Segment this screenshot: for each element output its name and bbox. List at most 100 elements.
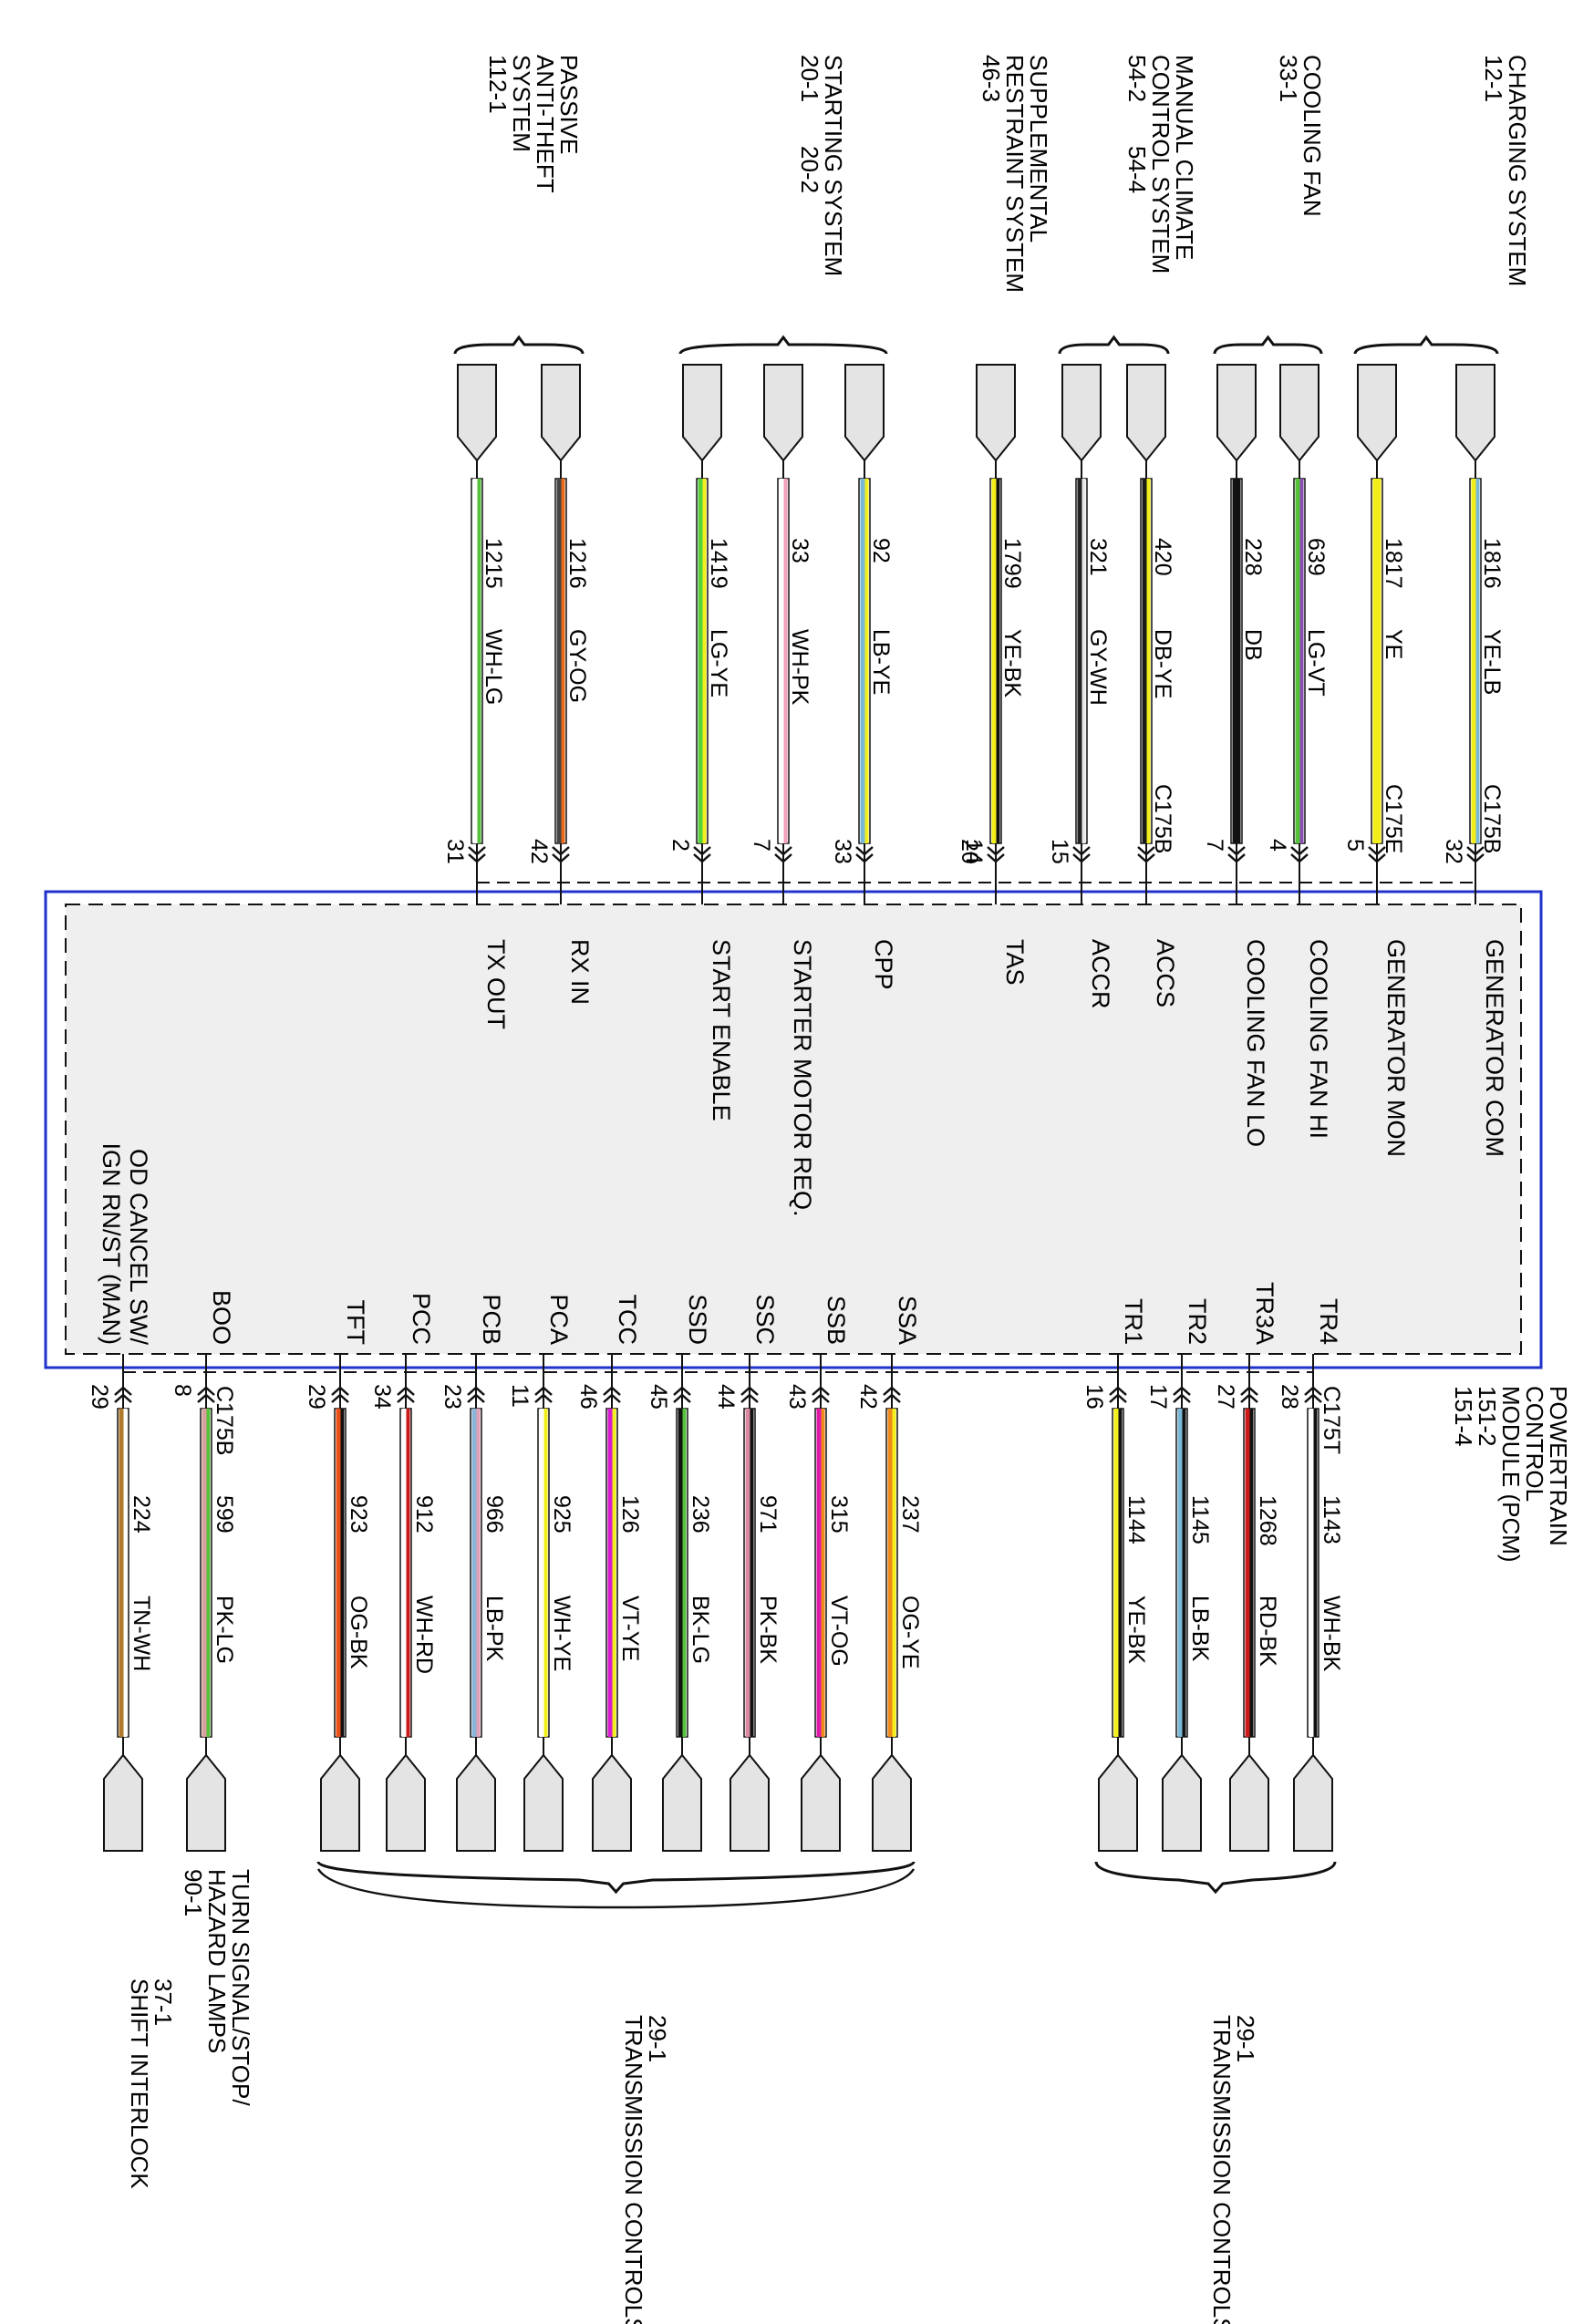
wire-33-connector bbox=[763, 364, 803, 462]
system-climate-line-1: CONTROL SYSTEM bbox=[1147, 55, 1175, 274]
wire-639-circuit: 639 bbox=[1303, 538, 1329, 576]
system-turn-signal-line-0: TURN SIGNAL/STOP/ bbox=[227, 1869, 254, 2106]
signal-pcb: PCB bbox=[478, 1294, 505, 1345]
signal-cooling-fan-lo: COOLING FAN LO bbox=[1242, 939, 1269, 1147]
wire-1799-color: YE-BK bbox=[999, 629, 1025, 697]
wire-228-pin-chevron bbox=[1227, 853, 1246, 863]
wire-b-1268-color2 bbox=[1249, 1409, 1254, 1737]
wire-b-599-pin-chevron-inner bbox=[197, 1393, 215, 1403]
wire-1817-pin-chevron bbox=[1368, 853, 1386, 863]
pcm-ref-0: 151-2 bbox=[1474, 1386, 1501, 1447]
signal-accs: ACCS bbox=[1152, 939, 1179, 1007]
wire-1817-pin-chevron-inner bbox=[1368, 846, 1386, 856]
wire-b-315-pin: 43 bbox=[784, 1384, 810, 1410]
signal-tcc: TCC bbox=[614, 1295, 641, 1346]
wire-b-224-pin-chevron-inner bbox=[114, 1393, 132, 1403]
wire-b-912-pin-chevron bbox=[397, 1386, 415, 1396]
wire-1816-connector-id: C175B bbox=[1479, 784, 1505, 853]
wire-1419-pin: 2 bbox=[667, 839, 693, 852]
system-cooling-fan-ref-0: 33-1 bbox=[1275, 55, 1302, 102]
wire-1817-connector-id: C175E bbox=[1381, 784, 1406, 853]
wire-b-925 bbox=[537, 1408, 550, 1738]
wire-1816-pin: 32 bbox=[1441, 839, 1466, 864]
wire-b-599-pin: 8 bbox=[170, 1384, 195, 1397]
wire-b-224-pin-chevron bbox=[114, 1386, 132, 1396]
wire-b-224-color: TN-WH bbox=[129, 1596, 154, 1671]
wire-33-color2 bbox=[783, 479, 788, 843]
wire-b-923-pin-chevron bbox=[331, 1386, 349, 1396]
wire-b-1144-pin-chevron-inner bbox=[1109, 1393, 1127, 1403]
wire-92-pin: 33 bbox=[830, 839, 855, 864]
wire-b-971-connector bbox=[730, 1753, 770, 1852]
wire-b-1268-color: RD-BK bbox=[1255, 1596, 1280, 1667]
wire-228-pin-chevron-inner bbox=[1227, 846, 1246, 856]
wire-b-126-pin: 46 bbox=[575, 1384, 601, 1410]
wire-1216-color2 bbox=[561, 479, 565, 843]
wire-b-237-color: OG-YE bbox=[897, 1596, 923, 1669]
wire-1216-pin: 42 bbox=[526, 839, 552, 864]
wire-b-1143-connector bbox=[1293, 1753, 1333, 1852]
wire-1419-pin-chevron-inner bbox=[693, 846, 711, 856]
wire-b-923-color2 bbox=[340, 1409, 345, 1737]
wire-92-color: LB-YE bbox=[868, 629, 894, 695]
wire-b-315-connector bbox=[801, 1753, 841, 1852]
signal-ssb: SSB bbox=[823, 1296, 850, 1345]
wire-1816-connector bbox=[1455, 364, 1495, 462]
wire-b-912-color2 bbox=[406, 1409, 410, 1737]
pcm-title-line-0: POWERTRAIN bbox=[1545, 1386, 1572, 1546]
signal-generator-mon: GENERATOR MON bbox=[1382, 939, 1410, 1157]
signal-rx-in: RX IN bbox=[566, 939, 594, 1005]
wire-321-pin: 15 bbox=[1047, 839, 1072, 864]
wire-1215-color: WH-LG bbox=[481, 629, 506, 705]
wire-b-925-color1 bbox=[539, 1409, 544, 1737]
system-srs-line-1: RESTRAINT SYSTEM bbox=[1001, 55, 1029, 293]
wire-b-236-circuit: 236 bbox=[688, 1495, 713, 1534]
wire-b-236-pin-chevron-inner bbox=[673, 1393, 691, 1403]
wire-b-1145-pin: 17 bbox=[1145, 1384, 1171, 1410]
wire-b-599-pin-chevron bbox=[197, 1386, 215, 1396]
wire-b-224-connector bbox=[103, 1753, 143, 1852]
signal-tr1: TR1 bbox=[1120, 1298, 1147, 1345]
wire-b-1143-color1 bbox=[1309, 1409, 1314, 1737]
brace-trans-controls-2-inner bbox=[316, 1868, 916, 1909]
system-shift-interlock-ref-0: 37-1 bbox=[150, 1978, 177, 2026]
wire-b-315-circuit: 315 bbox=[826, 1495, 852, 1534]
wire-1799-color2 bbox=[996, 479, 1000, 843]
wire-b-1144-color1 bbox=[1113, 1409, 1119, 1737]
system-trans-controls-1-line-0: TRANSMISSION CONTROLS bbox=[1208, 2015, 1236, 2324]
pcm-ref-1: 151-4 bbox=[1450, 1386, 1477, 1447]
wire-1419-color1 bbox=[698, 479, 703, 843]
brace-starting bbox=[678, 335, 888, 355]
wire-1816-color1 bbox=[1471, 479, 1476, 843]
wire-639-color: LG-VT bbox=[1303, 629, 1329, 697]
wire-1817-connector bbox=[1357, 364, 1397, 462]
wire-321-color2 bbox=[1081, 479, 1086, 843]
pcm-module-body bbox=[65, 904, 1522, 1355]
wire-b-1144-circuit: 1144 bbox=[1123, 1495, 1149, 1544]
wire-1216-pin-chevron-inner bbox=[552, 846, 570, 856]
wire-b-224-circuit: 224 bbox=[129, 1495, 154, 1534]
wire-b-1144-color: YE-BK bbox=[1123, 1596, 1149, 1664]
wire-1419-color: LG-YE bbox=[706, 629, 731, 697]
wire-b-126 bbox=[605, 1408, 618, 1738]
wire-639-pin-chevron-inner bbox=[1290, 846, 1309, 856]
wire-b-1268-pin-chevron bbox=[1240, 1386, 1258, 1396]
wire-b-912-connector bbox=[386, 1753, 426, 1852]
wire-1216-connector bbox=[541, 364, 581, 462]
wire-420-color: DB-YE bbox=[1150, 629, 1175, 698]
wire-b-966-color2 bbox=[476, 1409, 481, 1737]
wire-b-1144-color2 bbox=[1118, 1409, 1123, 1737]
wire-639-connector bbox=[1279, 364, 1319, 462]
wire-b-971-color: PK-BK bbox=[755, 1596, 781, 1664]
wire-b-126-color: VT-YE bbox=[617, 1596, 643, 1661]
signal-tas: TAS bbox=[1001, 939, 1029, 986]
wire-b-1145 bbox=[1175, 1408, 1188, 1738]
wire-b-599-color: PK-LG bbox=[212, 1596, 237, 1664]
wire-b-599 bbox=[200, 1408, 212, 1738]
pin-20-label: 20 bbox=[957, 839, 982, 864]
wire-1799-connector bbox=[976, 364, 1016, 462]
wire-b-1144-pin: 16 bbox=[1081, 1384, 1107, 1410]
wire-b-1268 bbox=[1243, 1408, 1256, 1738]
